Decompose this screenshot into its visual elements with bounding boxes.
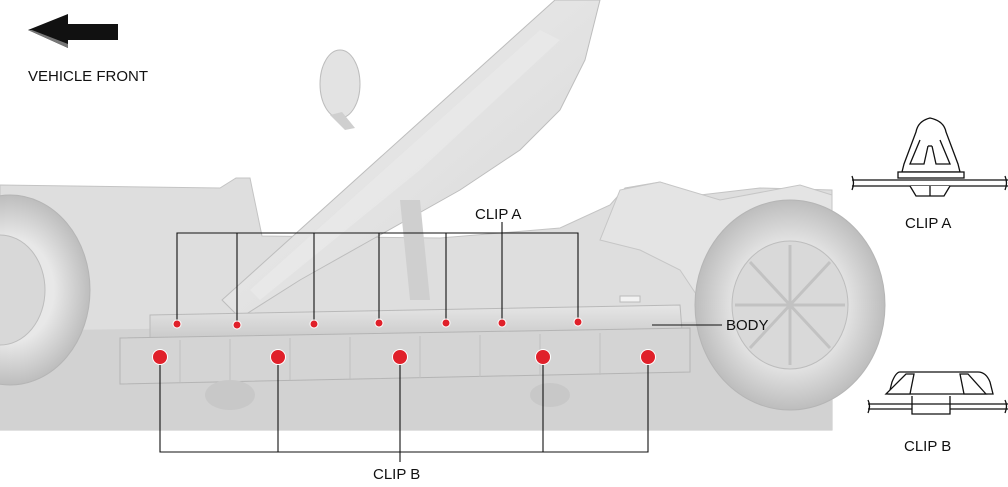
clip-b-marker [640,349,656,365]
clip-b-callout-label: CLIP B [373,466,420,483]
clip-b-detail-label: CLIP B [904,438,951,455]
clip-a-marker [573,317,583,327]
clip-a-marker [374,318,384,328]
clip-a-marker [497,318,507,328]
clip-a-markers [172,317,583,330]
arrow-left-icon [28,14,118,48]
clip-a-detail-label: CLIP A [905,215,951,232]
leader-lines [159,222,722,462]
clip-b-marker [152,349,168,365]
clip-b-marker [270,349,286,365]
clip-a-icon [851,117,1008,197]
clip-a-marker [309,319,319,329]
clip-b-markers [152,349,656,365]
clip-b-icon [867,371,1008,415]
clip-a-callout-label: CLIP A [475,206,521,223]
body-callout-label: BODY [726,317,769,334]
clip-b-marker [392,349,408,365]
vehicle-body-illustration [0,0,886,431]
clip-b-marker [535,349,551,365]
clip-a-marker [172,319,182,329]
clip-a-marker [232,320,242,330]
clip-a-marker [441,318,451,328]
vehicle-front-label: VEHICLE FRONT [28,68,148,85]
